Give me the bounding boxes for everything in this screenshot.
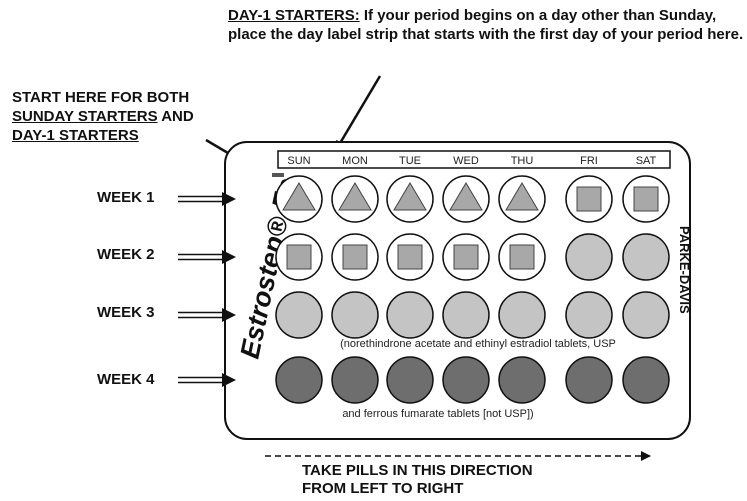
square-marking xyxy=(509,244,535,270)
day1-starters-callout: DAY-1 STARTERS: If your period begins on… xyxy=(228,6,747,44)
tablet-week4-sun xyxy=(275,356,323,404)
day1-starters-label: DAY-1 STARTERS xyxy=(12,127,139,144)
tablet-week1-sun xyxy=(275,175,323,223)
day-label-sat: SAT xyxy=(636,155,657,167)
tablet-week2-sun xyxy=(275,233,323,281)
week-3-label: WEEK 3 xyxy=(97,304,155,321)
day-label-sun: SUN xyxy=(287,155,310,167)
start-here-line1: START HERE FOR BOTH xyxy=(12,89,190,106)
day-label-wed: WED xyxy=(453,155,479,167)
square-marking xyxy=(342,244,368,270)
tablet-week3-thu xyxy=(498,291,546,339)
day-label-mon: MON xyxy=(342,155,368,167)
ingredients-line2: and ferrous fumarate tablets [not USP]) xyxy=(342,408,533,420)
tablet-week4-thu xyxy=(498,356,546,404)
tablet-week1-wed xyxy=(442,175,490,223)
week-2-label: WEEK 2 xyxy=(97,246,155,263)
square-marking xyxy=(633,186,659,212)
ingredients-line1: (norethindrone acetate and ethinyl estra… xyxy=(340,338,616,350)
week-3-arrow xyxy=(178,308,236,322)
tablet-week4-mon xyxy=(331,356,379,404)
triangle-marking xyxy=(449,182,483,211)
tablet-week3-mon xyxy=(331,291,379,339)
day-label-tue: TUE xyxy=(399,155,421,167)
sunday-starters-label: SUNDAY STARTERS xyxy=(12,108,158,125)
triangle-marking xyxy=(505,182,539,211)
direction-text-line1: TAKE PILLS IN THIS DIRECTION xyxy=(302,462,533,479)
day1-pointer-arrow xyxy=(334,75,382,151)
tablet-week2-tue xyxy=(386,233,434,281)
week-4-arrow xyxy=(178,373,236,387)
tablet-week3-tue xyxy=(386,291,434,339)
tablet-week3-fri xyxy=(565,291,613,339)
tablet-week2-fri xyxy=(565,233,613,281)
tablet-week3-sun xyxy=(275,291,323,339)
day-label-thu: THU xyxy=(511,155,534,167)
tablet-week2-wed xyxy=(442,233,490,281)
triangle-marking xyxy=(282,182,316,211)
triangle-marking xyxy=(393,182,427,211)
tablet-week4-wed xyxy=(442,356,490,404)
triangle-marking xyxy=(338,182,372,211)
tablet-week4-sat xyxy=(622,356,670,404)
tablet-week1-mon xyxy=(331,175,379,223)
start-marker xyxy=(272,173,284,177)
tablet-week1-thu xyxy=(498,175,546,223)
tablet-week1-sat xyxy=(622,175,670,223)
tablet-week2-mon xyxy=(331,233,379,281)
start-here-callout: START HERE FOR BOTH SUNDAY STARTERS AND … xyxy=(12,88,272,145)
tablet-week3-sat xyxy=(622,291,670,339)
square-marking xyxy=(453,244,479,270)
square-marking xyxy=(397,244,423,270)
tablet-week1-fri xyxy=(565,175,613,223)
tablet-week3-wed xyxy=(442,291,490,339)
week-1-label: WEEK 1 xyxy=(97,189,155,206)
square-marking xyxy=(286,244,312,270)
tablet-week1-tue xyxy=(386,175,434,223)
day-label-fri: FRI xyxy=(580,155,598,167)
week-4-label: WEEK 4 xyxy=(97,371,155,388)
direction-text-line2: FROM LEFT TO RIGHT xyxy=(302,480,464,497)
week-1-arrow xyxy=(178,192,236,206)
tablet-week4-tue xyxy=(386,356,434,404)
week-2-arrow xyxy=(178,250,236,264)
manufacturer-label: PARKE-DAVIS xyxy=(677,226,692,314)
day-label-strip xyxy=(277,150,671,169)
tablet-week4-fri xyxy=(565,356,613,404)
day1-starters-text: If your period begins on a day other tha… xyxy=(228,7,744,43)
day1-starters-heading: DAY-1 STARTERS: xyxy=(228,7,360,24)
tablet-week2-sat xyxy=(622,233,670,281)
tablet-week2-thu xyxy=(498,233,546,281)
start-here-line2-tail: AND xyxy=(157,108,194,125)
square-marking xyxy=(576,186,602,212)
